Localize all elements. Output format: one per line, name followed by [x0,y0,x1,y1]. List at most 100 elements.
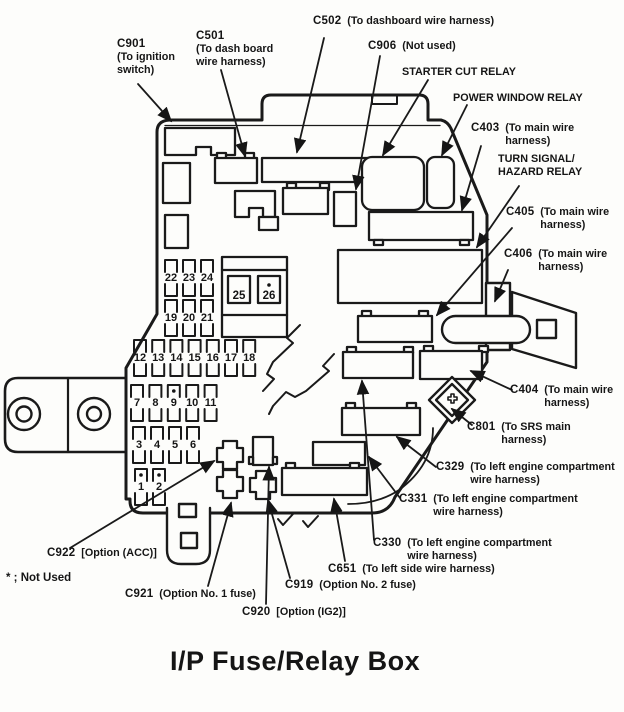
connector-description: [Option (IG2)] [276,606,346,618]
leader-line-starter [382,79,429,157]
fuse-number-20: 20 [183,312,195,324]
leader-line-c330 [356,379,375,541]
fuse-10-bottom [185,408,200,422]
leader-line-c403 [459,145,482,212]
fuse-26-box [256,274,282,305]
connector-c403-foot [372,238,385,247]
fuse-19-top [164,299,178,313]
connector-c330-target [341,350,415,380]
fuse-13-top [151,339,166,353]
connector-code: C651 [328,563,357,575]
connector-code: C403 [471,122,500,134]
fuse-18-bottom [242,363,257,377]
leader-line-pwindow [441,104,468,157]
fuse-8-top [148,384,163,398]
leader-line-c501 [220,69,248,158]
connector-code: C404 [510,384,539,396]
connector-description: POWER WINDOW RELAY [453,92,583,104]
leader-line-c329 [395,435,437,468]
fuse-number-13: 13 [152,352,164,364]
fuse-22-bottom [164,283,178,297]
connector-c402-target [281,186,330,216]
callout-c920: C920[Option (IG2)] [242,606,346,619]
leader-line-c801 [450,407,473,426]
connector-c403-foot [458,238,471,247]
small-rect [257,215,280,232]
mounting-bracket [3,376,130,454]
fuse-22-top [164,259,178,273]
starter-cut-relay-body [360,155,426,212]
fuse-6-top [186,426,200,440]
break-zigzag [262,324,335,528]
fuse-24-bottom [200,283,214,297]
fuse-number-16: 16 [207,352,219,364]
fuse-1-bottom [134,492,148,506]
connector-c921-target [215,468,245,500]
fuse-4-bottom [150,450,164,464]
turn-signal-hazard-relay-body [336,248,484,305]
leader-line-c920 [262,465,276,605]
fuse-6-bottom [186,450,200,464]
fuse-16-top [205,339,220,353]
fuse-number-3: 3 [136,439,142,451]
not-used-asterisk [267,283,271,287]
fuse-17-bottom [224,363,238,377]
fuse-4-top [150,426,164,440]
connector-c920-nub [271,455,279,466]
fuse-20-bottom [182,323,196,337]
fuse-number-1: 1 [138,481,144,493]
leader-line-turnhaz [475,185,520,249]
connector-code: C922 [47,547,76,559]
bolt-hole [85,405,103,423]
connector-c331-target [311,440,367,467]
bolt-hole [76,396,112,432]
connector-code: C406 [504,248,533,260]
fuse-14-bottom [169,363,184,377]
fuse-15-bottom [187,363,202,377]
arm-pill [440,314,532,345]
fuse-number-2: 2 [156,481,162,493]
connector-code: C330 [373,537,402,549]
connector-code: C501 [196,30,225,42]
fuse-9-top [166,384,181,398]
connector-code: C901 [117,38,146,50]
leader-line-c406 [494,269,509,303]
connector-c901 [163,126,237,157]
fuse-number-23: 23 [183,272,195,284]
callout-starter: STARTER CUT RELAY [402,66,516,79]
fuse-5-top [168,426,182,440]
leader-line-c404 [469,370,513,391]
connector-description: TURN SIGNAL/HAZARD RELAY [498,153,583,178]
fuse-number-12: 12 [134,352,146,364]
bottom-tab [165,502,212,566]
fuse-12-bottom [133,363,147,377]
fuse-number-10: 10 [186,397,198,409]
fuse-1-top [134,468,148,482]
connector-c920-nub [247,455,255,466]
diagram-title: I/P Fuse/Relay Box [170,646,421,676]
connector-c405-target [356,314,434,344]
fuse-23-top [182,259,196,273]
connector-code: C329 [436,461,465,473]
callout-turnhaz: TURN SIGNAL/HAZARD RELAY [498,153,582,179]
connector-code: C405 [506,206,535,218]
fuse-number-24: 24 [201,272,214,284]
fuse-5-bottom [168,450,182,464]
connector-code: C919 [285,579,314,591]
fuse-number-5: 5 [172,439,178,451]
callout-c921: C921(Option No. 1 fuse) [125,588,256,601]
fuse-7-bottom [130,408,144,422]
